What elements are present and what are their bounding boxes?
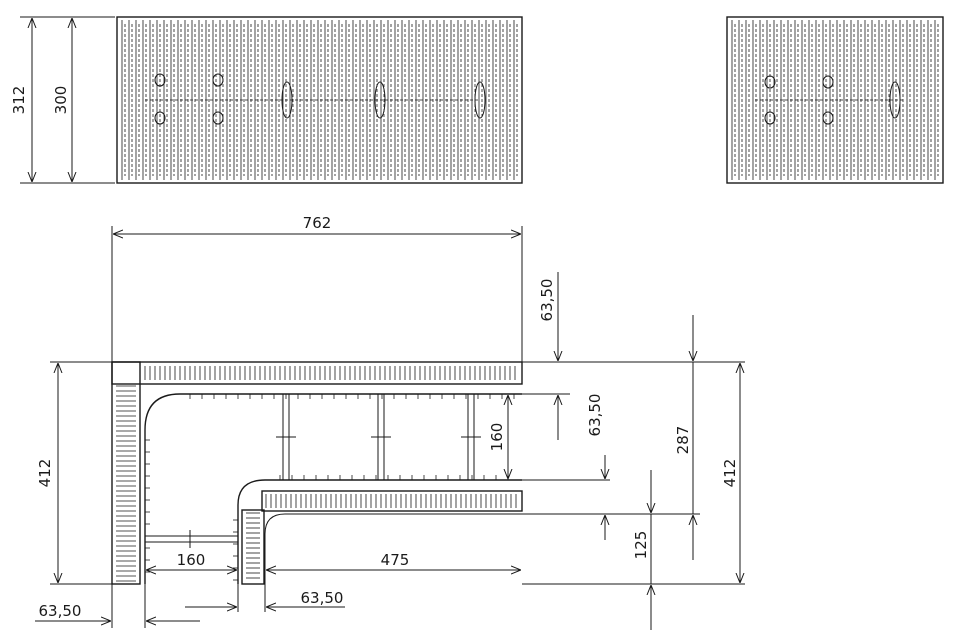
dimension-412-left: 412	[36, 361, 112, 585]
dim-label-125: 125	[632, 531, 650, 560]
top-left-side-view	[116, 16, 523, 184]
dimension-762: 762	[111, 214, 523, 584]
top-right-side-view	[726, 16, 944, 184]
connector-fitting	[154, 73, 486, 125]
dim-label-63-50-middle: 63,50	[586, 394, 604, 437]
dimension-63-50-top: 63,50	[522, 272, 745, 440]
dimension-287: 287	[674, 315, 693, 560]
dim-label-160-vertical: 160	[488, 423, 506, 452]
rib-pattern-left-channel	[116, 385, 136, 582]
dimension-160-vertical: 160	[488, 395, 508, 479]
dim-label-63-50-bottom-left: 63,50	[39, 602, 82, 620]
dimension-300: 300	[52, 18, 72, 182]
dim-label-300: 300	[52, 86, 70, 115]
dim-label-160-horizontal: 160	[177, 551, 206, 569]
rib-pattern-inner-vertical	[246, 512, 260, 579]
dim-label-762: 762	[303, 214, 332, 232]
dimension-160-horizontal: 160	[146, 551, 237, 570]
dim-label-412-right: 412	[721, 459, 739, 488]
dimension-63-50-middle: 63,50	[522, 394, 700, 540]
dimension-475: 475	[266, 551, 521, 570]
plan-view-l-shape	[111, 361, 523, 585]
edge-notches	[145, 394, 515, 581]
connector-fitting	[764, 75, 901, 125]
dim-label-63-50-top: 63,50	[538, 279, 556, 322]
rib-pattern-top-channel	[144, 366, 516, 380]
dimension-312: 312	[10, 16, 115, 184]
dim-label-475: 475	[381, 551, 410, 569]
dim-label-63-50-bottom-middle: 63,50	[301, 589, 344, 607]
dim-label-287: 287	[674, 426, 692, 455]
dimension-412-right: 412	[522, 363, 745, 585]
dim-label-312: 312	[10, 86, 28, 115]
dimension-63-50-bottom-middle: 63,50	[185, 584, 345, 612]
dimension-63-50-bottom-left: 63,50	[35, 584, 200, 628]
cross-strut	[144, 393, 481, 548]
dimension-125: 125	[632, 470, 651, 630]
dim-label-412-left: 412	[36, 459, 54, 488]
rib-pattern-lower-channel	[265, 494, 517, 508]
